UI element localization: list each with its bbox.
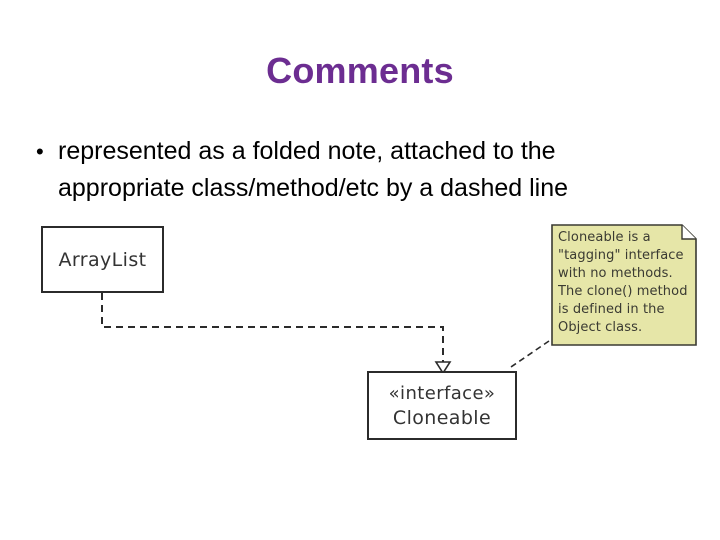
page-title: Comments bbox=[266, 50, 454, 91]
uml-class-arraylist: ArrayList bbox=[41, 226, 164, 293]
bullet-marker-icon: • bbox=[36, 139, 44, 164]
bullet-text: represented as a folded note, attached t… bbox=[58, 137, 569, 202]
note-anchor-connector bbox=[507, 340, 550, 370]
realization-connector bbox=[101, 293, 452, 375]
hollow-triangle-arrowhead bbox=[434, 361, 452, 375]
uml-class-name: Cloneable bbox=[392, 406, 492, 429]
uml-class-name: ArrayList bbox=[58, 248, 147, 271]
note-line: Object class. bbox=[558, 320, 643, 335]
note-line: with no methods. bbox=[558, 266, 673, 281]
note-line: The clone() method bbox=[558, 284, 688, 299]
uml-stereotype-label: «interface» bbox=[388, 382, 496, 404]
note-line: is defined in the bbox=[558, 302, 665, 317]
folded-note-icon bbox=[551, 224, 697, 346]
uml-class-cloneable: «interface» Cloneable bbox=[367, 371, 517, 440]
list-item: • represented as a folded note, attached… bbox=[36, 133, 686, 207]
note-line: "tagging" interface bbox=[558, 248, 684, 263]
note-line: Cloneable is a bbox=[558, 230, 651, 245]
uml-note-text: Cloneable is a "tagging" interface with … bbox=[558, 229, 692, 341]
bullet-list: • represented as a folded note, attached… bbox=[36, 133, 686, 207]
uml-note: Cloneable is a "tagging" interface with … bbox=[551, 224, 697, 346]
